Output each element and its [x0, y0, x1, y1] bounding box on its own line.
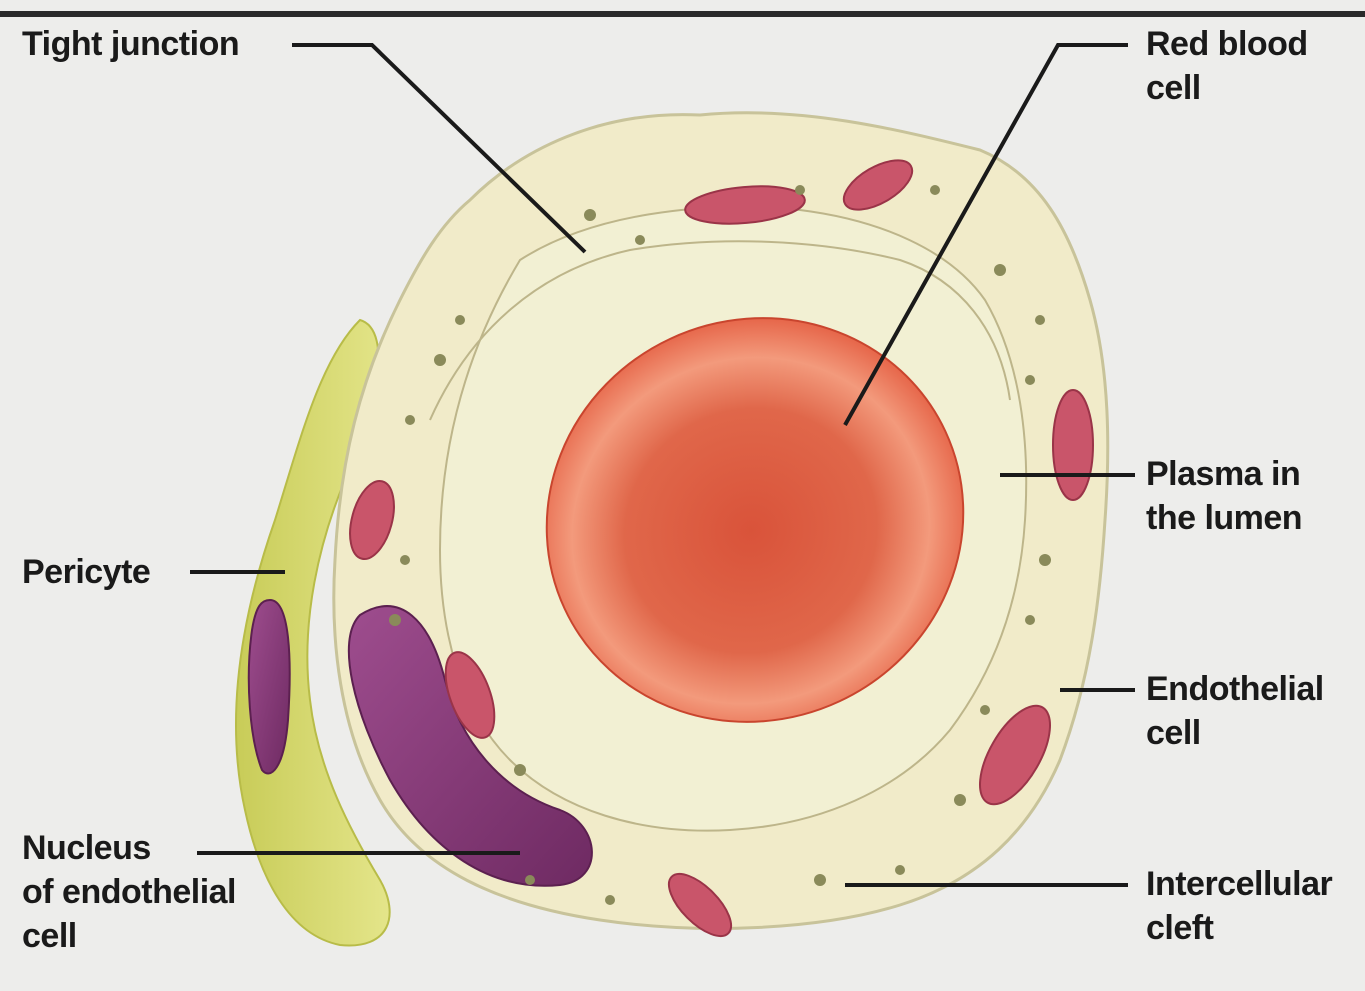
label-plasma-line2: the lumen	[1146, 496, 1302, 540]
mitochondrion	[1053, 390, 1093, 500]
label-intercellular-line1: Intercellular	[1146, 862, 1332, 906]
label-red-blood-cell-line1: Red blood	[1146, 22, 1308, 66]
label-nucleus-line2: of endothelial	[22, 870, 236, 914]
label-red-blood-cell: Red blood cell	[1146, 22, 1308, 110]
label-endothelial-cell: Endothelial cell	[1146, 667, 1324, 755]
label-endothelial-line2: cell	[1146, 711, 1324, 755]
label-plasma-line1: Plasma in	[1146, 452, 1302, 496]
label-pericyte: Pericyte	[22, 550, 150, 594]
label-nucleus: Nucleus of endothelial cell	[22, 826, 236, 958]
label-red-blood-cell-line2: cell	[1146, 66, 1308, 110]
label-tight-junction: Tight junction	[22, 22, 239, 66]
label-intercellular-line2: cleft	[1146, 906, 1332, 950]
label-nucleus-line3: cell	[22, 914, 236, 958]
label-endothelial-line1: Endothelial	[1146, 667, 1324, 711]
label-nucleus-line1: Nucleus	[22, 826, 236, 870]
pericyte-nucleus	[249, 600, 290, 773]
label-intercellular-cleft: Intercellular cleft	[1146, 862, 1332, 950]
label-plasma-in-lumen: Plasma in the lumen	[1146, 452, 1302, 540]
